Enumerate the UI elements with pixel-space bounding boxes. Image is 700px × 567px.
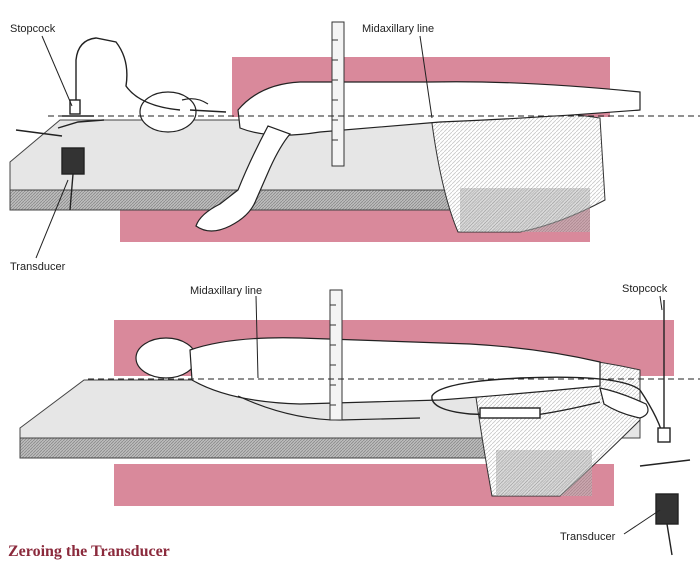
top-midaxillary-label: Midaxillary line [362, 23, 434, 35]
bottom-measuring-pole [330, 290, 342, 420]
top-stopcock-leader [42, 36, 72, 106]
bottom-midaxillary-label: Midaxillary line [190, 285, 262, 297]
figure-caption: Zeroing the Transducer [8, 543, 170, 561]
top-drape-fold [460, 188, 590, 232]
bottom-transducer-leader [624, 510, 660, 534]
bottom-transducer-label: Transducer [560, 531, 616, 543]
bottom-panel: Midaxillary line Stopcock Transducer [20, 283, 700, 555]
top-transducer-label: Transducer [10, 261, 66, 273]
top-panel: Stopcock Midaxillary line Transducer [10, 22, 700, 273]
bottom-stopcock-leader [660, 296, 662, 310]
bottom-stopcock-label: Stopcock [622, 283, 668, 295]
top-measuring-pole [332, 22, 344, 166]
top-stopcock-label: Stopcock [10, 23, 56, 35]
bottom-drape-fold [496, 450, 592, 496]
